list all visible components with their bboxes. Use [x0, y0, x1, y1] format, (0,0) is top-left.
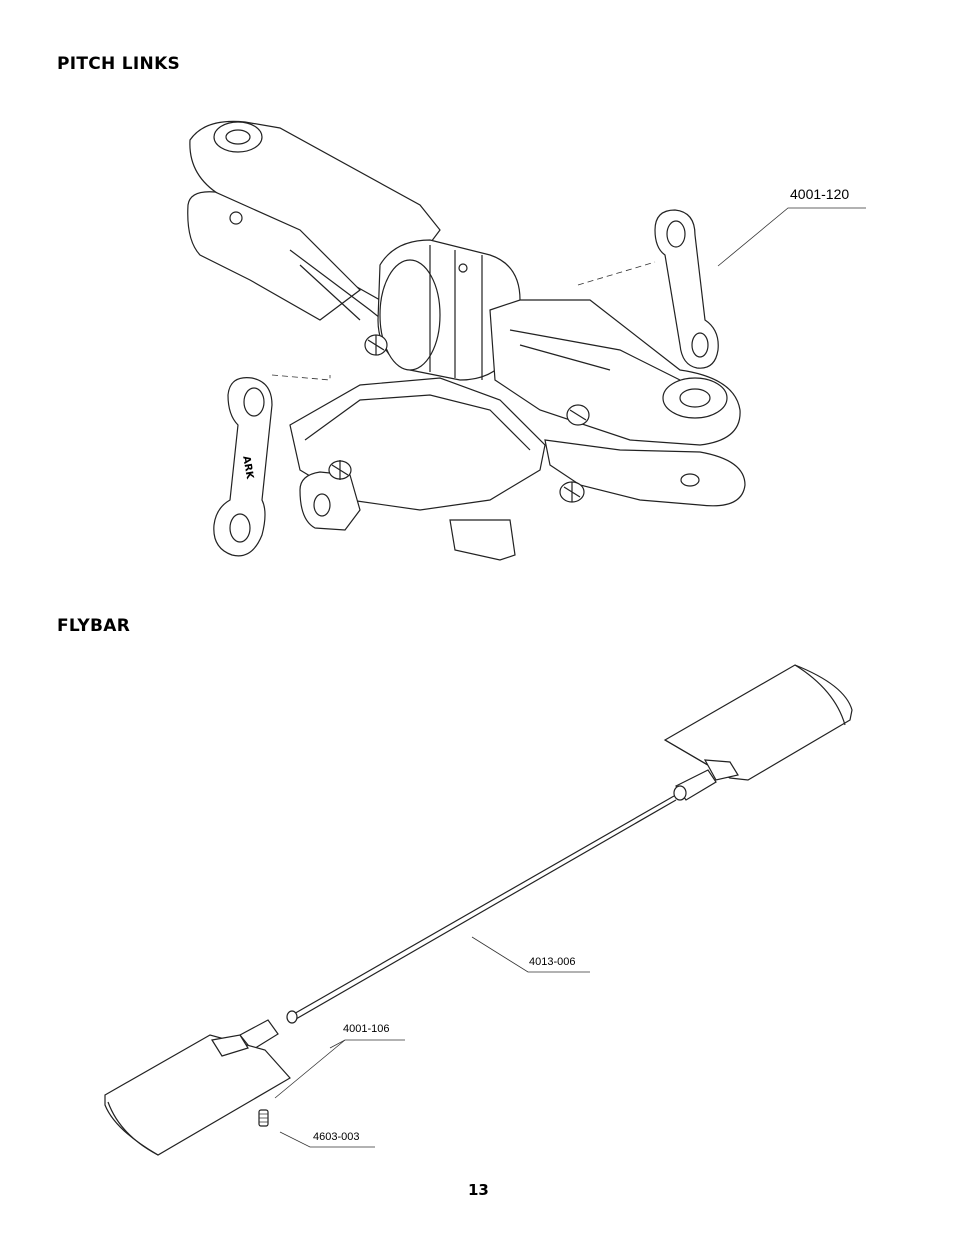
part-number-paddle: 4001-106: [343, 1023, 390, 1035]
leader-4013-006: [471, 936, 590, 973]
center-hub: [377, 239, 521, 381]
part-number-flybar-rod: 4013-006: [529, 956, 576, 968]
part-number-set-screw: 4603-003: [313, 1131, 360, 1143]
right-blade-grip: [489, 299, 746, 507]
flybar-rod: [291, 795, 677, 1020]
set-screw: [258, 1109, 269, 1127]
leader-4603-003-split: [274, 1039, 346, 1099]
washout-base: [289, 334, 590, 561]
leader-4603-003: [279, 1131, 375, 1148]
page-number: 13: [468, 1181, 489, 1199]
pitch-link-right: [577, 209, 719, 369]
section-title-flybar: FLYBAR: [57, 616, 131, 636]
leader-4001-106: [329, 1039, 405, 1049]
pitch-link-left: [213, 374, 331, 557]
part-number-pitch-link: 4001-120: [790, 186, 850, 202]
left-blade-grip: [187, 120, 441, 331]
section-title-pitch-links: PITCH LINKS: [57, 54, 181, 74]
flybar-paddle-upper: [663, 664, 853, 781]
flybar-paddle-lower: [104, 1034, 291, 1156]
